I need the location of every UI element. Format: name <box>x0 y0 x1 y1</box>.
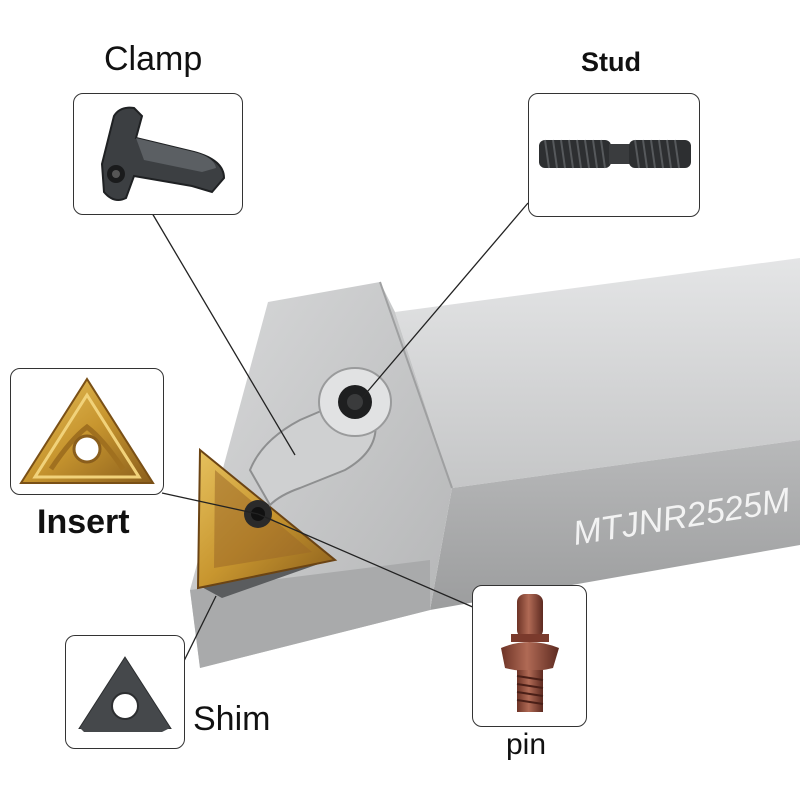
leader-shim <box>182 595 217 664</box>
shank-side-face <box>430 440 800 610</box>
insert-icon <box>19 377 155 484</box>
pin-callout-box <box>472 585 587 727</box>
shim-icon <box>78 656 172 732</box>
insert-callout-box <box>10 368 164 495</box>
leader-clamp <box>151 212 296 456</box>
insert-label: Insert <box>37 503 130 541</box>
leader-stud <box>361 202 529 399</box>
clamp-label: Clamp <box>104 40 203 78</box>
pin-icon <box>501 594 559 712</box>
stud-icon <box>539 139 691 169</box>
stud-label: Stud <box>581 47 641 77</box>
stud-callout-box <box>528 93 700 217</box>
leader-pin <box>257 513 476 609</box>
shim-callout-box <box>65 635 185 749</box>
shim-label: Shim <box>193 700 271 738</box>
shim-in-holder <box>198 560 330 598</box>
clamp-callout-box <box>73 93 243 215</box>
shank-top-face <box>395 258 800 488</box>
leader-insert <box>161 492 259 515</box>
leader-lines <box>151 202 529 664</box>
clamp-icon <box>100 106 226 201</box>
pin-label: pin <box>506 728 547 761</box>
